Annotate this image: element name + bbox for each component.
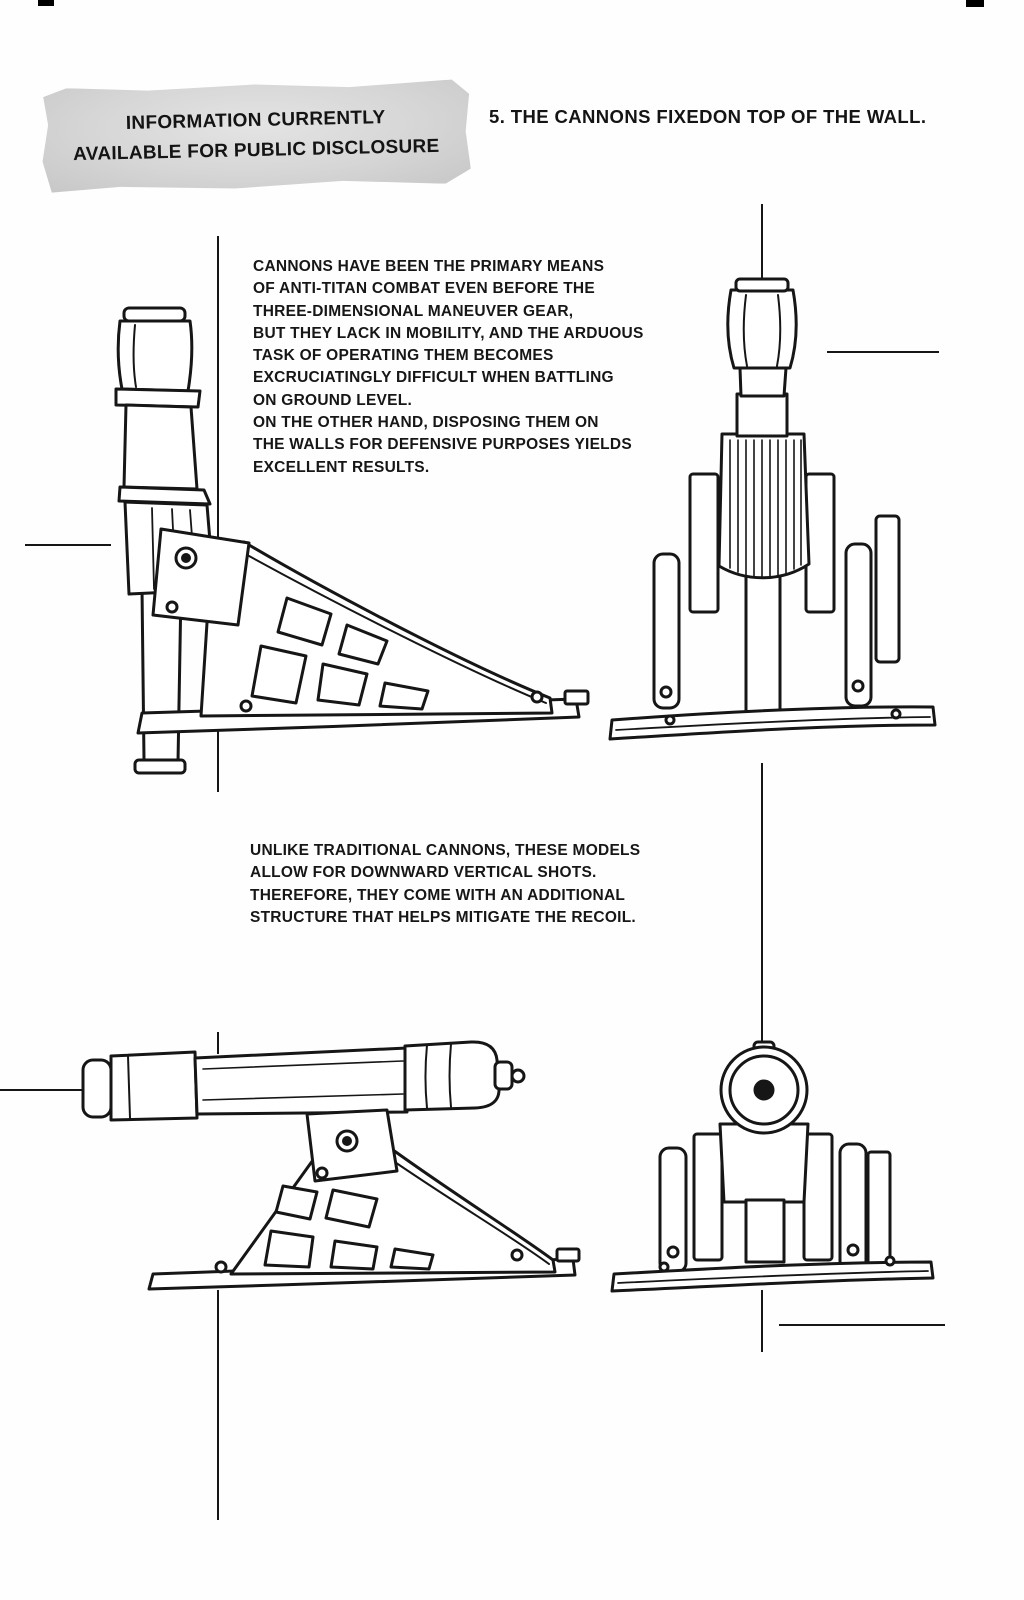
gusset-spine <box>388 1157 550 1265</box>
plate-bolt <box>664 714 676 726</box>
housing <box>718 1122 810 1204</box>
pivot-bolt-center <box>181 553 191 563</box>
gusset-cutout <box>329 1239 379 1271</box>
barrel-mid <box>735 392 789 438</box>
muzzle-contour <box>127 1055 131 1119</box>
muzzle-collar <box>114 387 202 409</box>
guide-line-horizontal-top-left <box>25 544 111 546</box>
breech-contour <box>424 1043 452 1109</box>
barrel <box>193 1046 409 1116</box>
figure-cannon-side-level <box>81 1040 581 1291</box>
figure-cannon-front-level <box>610 1040 935 1293</box>
muzzle <box>109 1050 199 1122</box>
plate-bolt <box>658 1261 670 1273</box>
guide-line-vertical-bottom-left-upper <box>217 1032 219 1054</box>
plate-bolt <box>530 690 544 704</box>
plate-bolt <box>239 699 253 713</box>
muzzle-contour <box>742 294 782 367</box>
plate-bolt <box>510 1248 524 1262</box>
cylinder-bolt <box>851 679 865 693</box>
inner-plate-left <box>692 1132 724 1262</box>
guide-line-horizontal-bottom-right <box>779 1324 945 1326</box>
guide-line-vertical-bottom-right <box>761 1290 763 1352</box>
gusset-cutout <box>389 1247 435 1271</box>
guide-line-vertical-top-left <box>217 236 219 792</box>
main-body <box>717 432 811 580</box>
muzzle <box>726 288 798 370</box>
recoil-paragraph: UNLIKE TRADITIONAL CANNONS, THESE MODELS… <box>250 842 641 926</box>
guide-line-horizontal-top-right <box>827 351 939 353</box>
guide-line-vertical-top-right-upper <box>761 204 763 282</box>
inner-plate-right <box>804 472 836 614</box>
main-body-hatching <box>729 439 802 579</box>
plate-bolt <box>884 1255 896 1267</box>
bracket-bolt <box>315 1166 329 1180</box>
barrel <box>122 403 199 491</box>
gusset-cutout <box>250 644 308 705</box>
inner-plate-right <box>802 1132 834 1262</box>
gusset-cutout <box>316 662 369 707</box>
guide-line-vertical-bottom-left-lower <box>217 1290 219 1520</box>
far-right-slat <box>874 514 901 664</box>
gusset-cutout <box>274 1184 319 1221</box>
print-mark-left <box>38 0 54 6</box>
breech-tip <box>510 1068 526 1084</box>
muzzle-contour <box>132 324 137 388</box>
barrel-contour <box>202 1060 404 1101</box>
inner-plate-left <box>688 472 720 614</box>
gusset-cutout <box>378 681 430 711</box>
print-mark-right <box>966 0 984 7</box>
recoil-post-foot <box>133 758 187 775</box>
figure-cannon-front-raised <box>608 277 937 741</box>
far-right-slat <box>866 1150 892 1272</box>
muzzle-bore <box>753 1079 775 1101</box>
muzzle-cap <box>734 277 790 293</box>
barrel-neck <box>738 366 788 398</box>
plate-bolt <box>214 1260 228 1274</box>
gusset-cutout <box>324 1188 379 1229</box>
muzzle-cap <box>122 306 187 323</box>
breech-collar <box>117 485 212 506</box>
pivot-bolt-center <box>342 1136 352 1146</box>
cylinder-bolt <box>659 685 673 699</box>
disclosure-text: INFORMATION CURRENTLY AVAILABLE FOR PUBL… <box>72 107 440 166</box>
gusset-spine <box>239 550 547 704</box>
central-column <box>744 1198 786 1264</box>
section-title: 5. THE CANNONS FIXEDON TOP OF THE WALL. <box>489 106 927 127</box>
breech-end-knob <box>493 1060 514 1091</box>
intro-paragraph: CANNONS HAVE BEEN THE PRIMARY MEANS OF A… <box>253 258 644 476</box>
outer-cylinder-left <box>652 552 681 710</box>
disclosure-box: INFORMATION CURRENTLY AVAILABLE FOR PUBL… <box>41 79 471 193</box>
breech <box>403 1040 501 1112</box>
plate-bolt <box>890 708 902 720</box>
gusset-cutout <box>276 596 333 647</box>
gusset-cutout <box>263 1229 315 1269</box>
cylinder-bolt <box>846 1243 860 1257</box>
muzzle-cap <box>81 1058 113 1119</box>
muzzle <box>116 319 194 393</box>
base-plate <box>608 705 937 741</box>
plate-end-clamp <box>555 1247 581 1263</box>
plate-end-clamp <box>563 689 590 706</box>
central-column <box>744 562 782 720</box>
gusset-cutout <box>337 623 389 666</box>
bracket-bolt <box>165 600 179 614</box>
guide-line-vertical-top-right-lower <box>761 763 763 1045</box>
figure-cannon-side-raised <box>114 306 590 775</box>
base-plate-inner-line <box>617 1270 929 1284</box>
cylinder-bolt <box>666 1245 680 1259</box>
guide-line-horizontal-bottom-left <box>0 1089 84 1091</box>
